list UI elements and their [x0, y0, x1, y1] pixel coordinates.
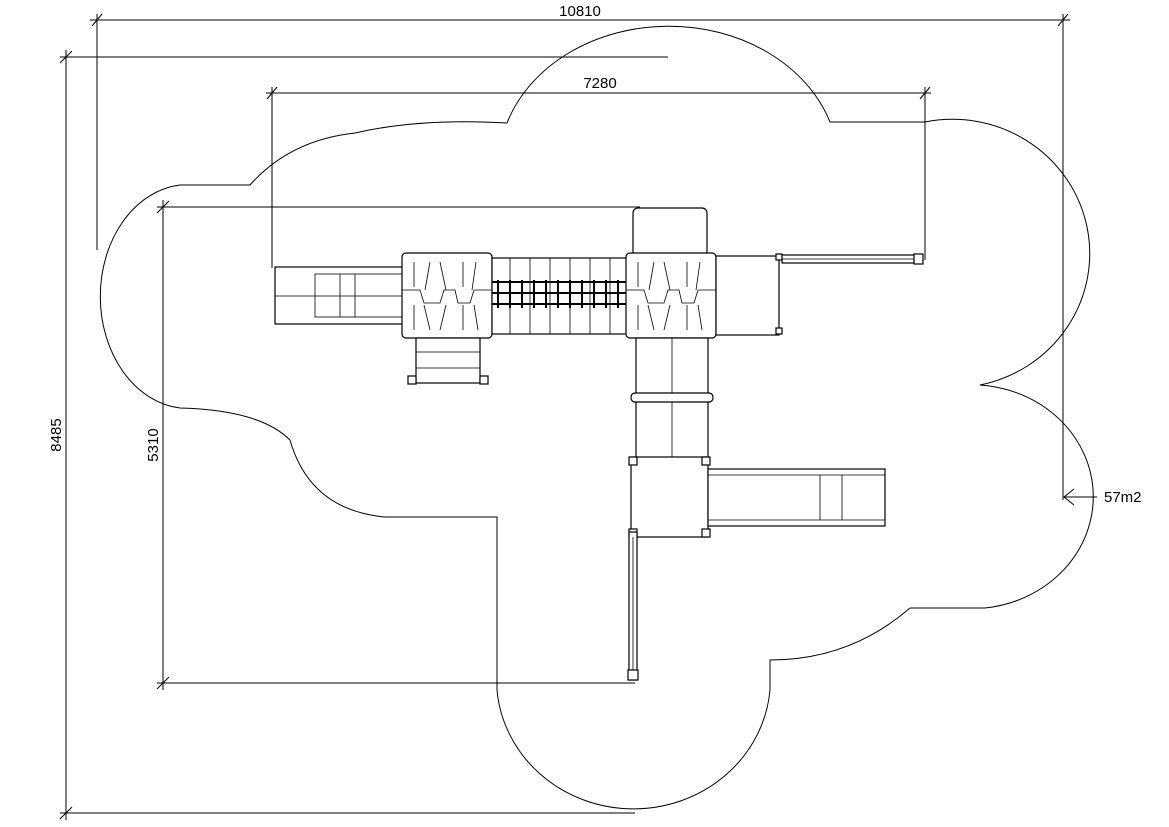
crawl-tunnel [630, 337, 714, 459]
dimension-structure-height: 5310 [145, 200, 640, 690]
structure-height-label: 5310 [145, 428, 162, 461]
area-annotation: 57m2 [1063, 488, 1142, 506]
net-bridge [491, 257, 629, 335]
platform-right [715, 253, 924, 336]
dimension-overall-width: 10810 [90, 3, 1070, 500]
steps [407, 337, 489, 385]
rail-lower [627, 531, 639, 681]
structure-width-label: 7280 [583, 75, 616, 92]
tower-right [625, 252, 717, 339]
platform-lower [628, 456, 711, 538]
area-label: 57m2 [1104, 489, 1142, 506]
safety-zone-outline [99, 25, 1094, 810]
roof-rail [632, 207, 708, 257]
play-structure [274, 207, 924, 681]
slide-left [274, 266, 406, 325]
dimension-structure-width: 7280 [266, 75, 931, 268]
dimension-overall-height: 8485 [48, 50, 668, 820]
overall-width-label: 10810 [559, 3, 601, 20]
overall-height-label: 8485 [48, 418, 65, 451]
tower-left [401, 252, 493, 339]
slide-lower [707, 468, 886, 527]
